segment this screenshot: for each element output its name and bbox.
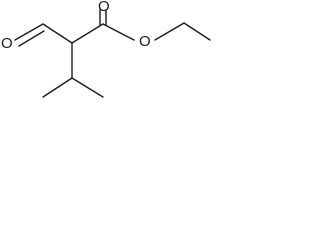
- aldehyde-double-bond-inner: [18, 30, 45, 47]
- alpha-to-carbonyl-bond: [71, 23, 104, 44]
- isopropyl-left-methyl-bond: [42, 77, 73, 98]
- carbonyl-oxygen-label: O: [98, 0, 110, 15]
- aldehyde-carbon-to-alpha-bond: [42, 23, 73, 44]
- ethyl-ch2-to-ch3-bond: [183, 22, 211, 41]
- aldehyde-double-bond-outer: [14, 23, 44, 41]
- isopropyl-right-methyl-bond: [71, 77, 104, 98]
- carbonyl-to-ester-oxygen-bond: [102, 23, 135, 41]
- ester-oxygen-label: O: [139, 33, 151, 50]
- aldehyde-oxygen-label: O: [1, 35, 13, 52]
- skeletal-structure-diagram: O O O: [1, 0, 211, 98]
- ester-oxygen-to-ch2-bond: [154, 22, 185, 41]
